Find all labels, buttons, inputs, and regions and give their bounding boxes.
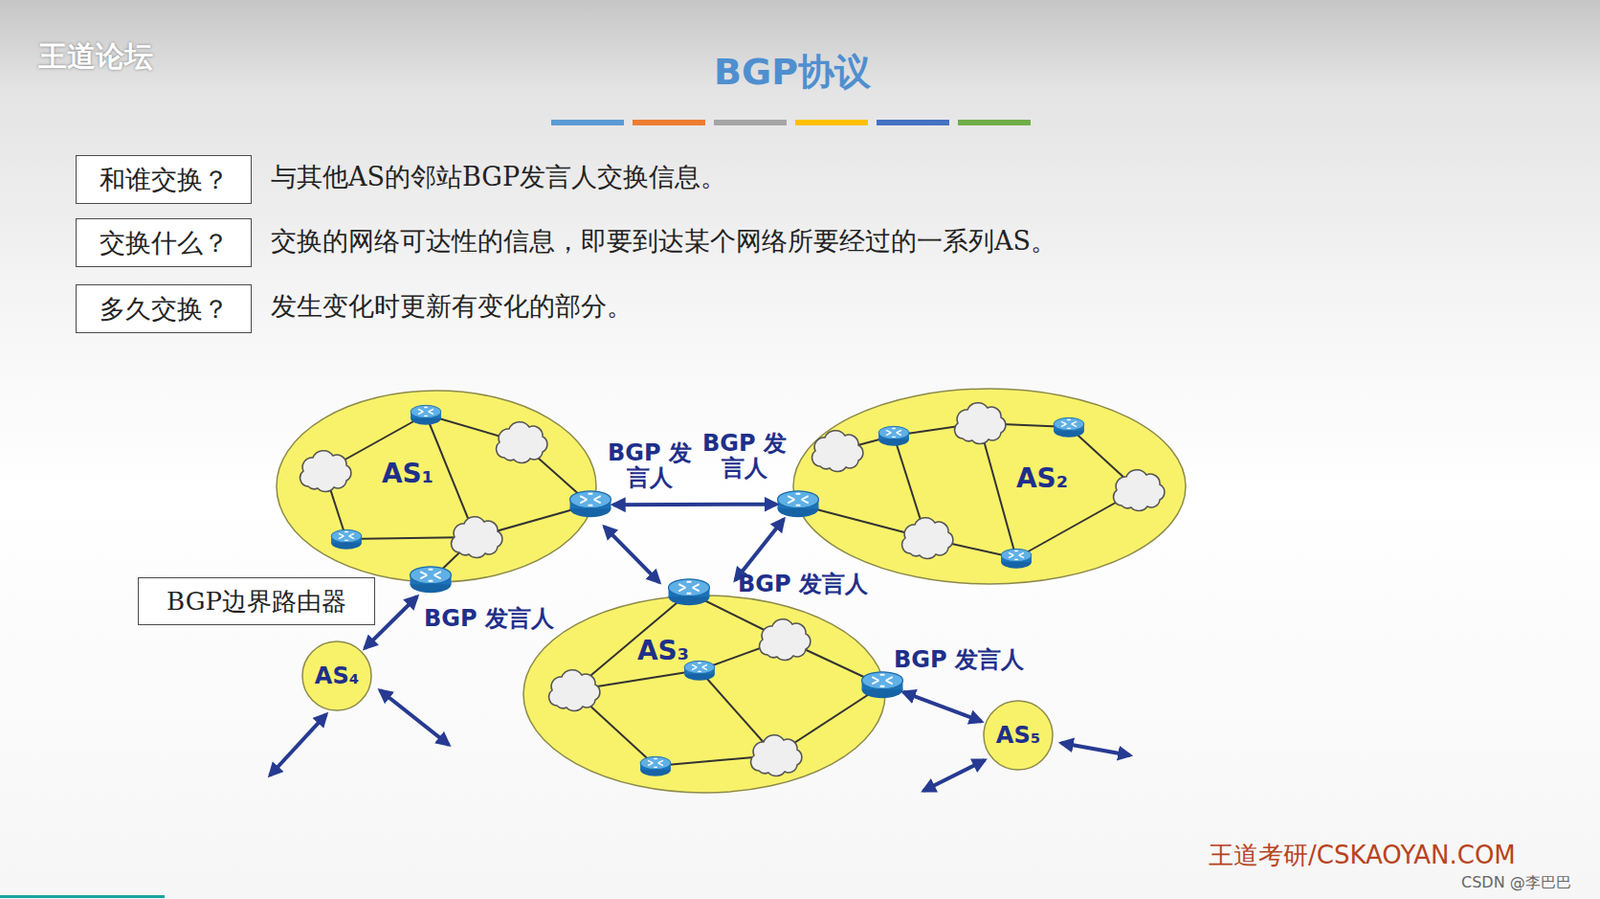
speaker-label: BGP 发言人: [702, 430, 787, 482]
label-wrap: BGP 发言人: [423, 605, 555, 631]
region-fill: [302, 641, 372, 711]
watermark: 王道论坛: [38, 40, 154, 72]
box-label: 交换什么？: [99, 225, 229, 261]
speaker-label: BGP 发言人: [423, 605, 555, 631]
region-fill: [793, 388, 1186, 584]
label-wrap: 王道考研/CSKAOYAN.COM: [1208, 841, 1516, 869]
question-box: 交换什么？: [75, 218, 252, 267]
box-label: 和谁交换？: [99, 162, 229, 198]
label-wrap: 与其他AS的邻站BGP发言人交换信息。: [270, 162, 727, 192]
label-wrap: 王道论坛: [38, 40, 154, 72]
box-label: BGP边界路由器: [166, 584, 347, 619]
internal-links: [324, 414, 1138, 766]
label-wrap: BGP 发言人: [737, 571, 868, 597]
question-box: BGP边界路由器: [137, 577, 376, 625]
region-fill: [983, 700, 1053, 770]
as-region: AS₄: [301, 640, 373, 712]
answer-text: 发生变化时更新有变化的部分。: [270, 291, 633, 321]
region-fill: [276, 390, 597, 582]
label-wrap: BGP 发言人: [893, 646, 1024, 672]
question-box: 和谁交换？: [75, 155, 252, 204]
as-name: AS₂: [1016, 462, 1068, 494]
speaker-label: BGP 发言人: [893, 646, 1024, 672]
as-region: AS₅: [982, 699, 1054, 771]
speaker-label: BGP 发言人: [607, 440, 692, 491]
routers: [331, 404, 1085, 776]
bgp-exchange-arrow: [604, 526, 660, 582]
clouds: [300, 402, 1165, 777]
box-label: 多久交换？: [99, 291, 229, 327]
label-wrap: BGP 发言人: [702, 430, 787, 482]
color-bar: [551, 119, 1031, 126]
speaker-label: BGP 发言人: [737, 571, 868, 597]
watermark: 王道考研/CSKAOYAN.COM: [1208, 841, 1516, 869]
outer-links: [269, 689, 1131, 791]
as-name: AS₄: [314, 662, 359, 689]
title-wrap: BGP协议: [0, 47, 1585, 97]
answer-text: 交换的网络可达性的信息，即要到达某个网络所要经过的一系列AS。: [270, 226, 1057, 256]
watermark: CSDN @李巴巴: [1461, 873, 1572, 891]
label-wrap: 交换的网络可达性的信息，即要到达某个网络所要经过的一系列AS。: [270, 226, 1057, 256]
as-name: AS₁: [381, 457, 434, 489]
slide-title: BGP协议: [713, 50, 871, 93]
bgp-exchange-arrow: [903, 691, 982, 722]
label-wrap: CSDN @李巴巴: [1461, 873, 1572, 891]
label-wrap: 发生变化时更新有变化的部分。: [270, 291, 633, 321]
as-name: AS₃: [637, 634, 689, 667]
bgp-exchange-arrow: [613, 502, 777, 508]
label-wrap: BGP 发言人: [607, 440, 692, 491]
region-fill: [523, 595, 886, 793]
corner-rule: [0, 894, 165, 898]
bgp-exchange-arrow: [364, 596, 418, 648]
answer-text: 与其他AS的邻站BGP发言人交换信息。: [270, 162, 727, 192]
question-box: 多久交换？: [75, 284, 252, 334]
as-name: AS₅: [996, 721, 1041, 749]
